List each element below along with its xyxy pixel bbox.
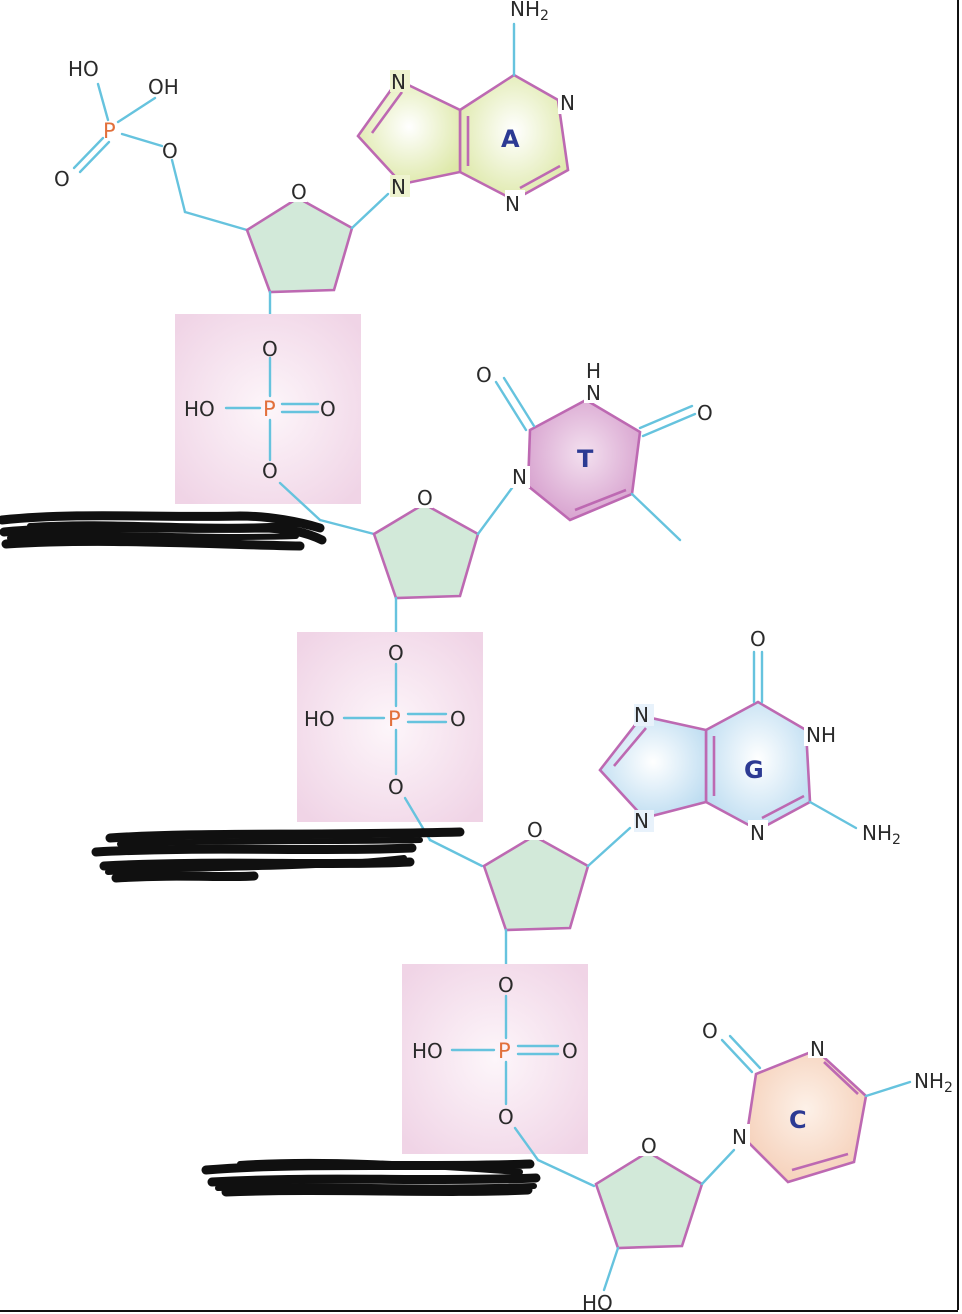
phosphodiester-linkage: O HO P O O [402,928,596,1188]
oxygen-label: O [320,397,336,421]
oxygen-label: O [417,486,433,510]
imine-label: NH [806,723,836,747]
nitrogen-label: N [391,175,406,199]
sugar-ring: O HO [582,1134,736,1314]
hydroxyl-label: HO [304,707,335,731]
oxygen-label: O [562,1039,578,1063]
nitrogen-label: N [560,91,575,115]
phosphorus-label: P [263,397,276,421]
hydrogen-label: H [586,359,601,383]
nitrogen-label: N [586,381,601,405]
oxygen-label: O [697,401,713,425]
oxygen-label: O [450,707,466,731]
base-letter: A [501,125,520,153]
nitrogen-label: N [810,1037,825,1061]
oxygen-label: O [162,139,178,163]
hydroxyl-label: HO [68,57,99,81]
nitrogen-label: N [732,1125,747,1149]
base-letter: G [744,756,764,784]
phosphorus-label: P [103,119,116,143]
adenine-icon: N N N N NH2 A [356,0,578,216]
sugar-ring: O [482,818,632,932]
oxygen-label: O [262,459,278,483]
oxygen-label: O [262,337,278,361]
hydroxyl-label: HO [412,1039,443,1063]
oxygen-label: O [388,775,404,799]
oxygen-label: O [54,167,70,191]
oxygen-label: O [527,818,543,842]
guanine-icon: N N N NH O NH2 G [598,627,901,848]
base-letter: C [789,1106,807,1134]
sugar-ring: O [372,486,514,600]
cytosine-icon: N N O NH2 C [702,1019,953,1184]
nitrogen-label: N [512,465,527,489]
oxygen-label: O [702,1019,718,1043]
amino-label: NH2 [510,0,549,24]
oxygen-label: O [291,180,307,204]
hydroxyl-label: HO [184,397,215,421]
nitrogen-label: N [634,809,649,833]
phosphorus-label: P [498,1039,511,1063]
phosphodiester-linkage: O HO P O O [297,596,484,868]
nitrogen-label: N [634,703,649,727]
redaction-scribble [201,1158,541,1197]
terminal-hydroxyl-label: HO [582,1291,613,1314]
oxygen-label: O [641,1134,657,1158]
sugar-ring: O [245,180,390,294]
nitrogen-label: N [505,192,520,216]
amino-label: NH2 [862,821,901,848]
phosphorus-label: P [388,707,401,731]
oxygen-label: O [750,627,766,651]
thymine-icon: N N H O O T [476,359,713,542]
oxygen-label: O [476,363,492,387]
oxygen-label: O [388,641,404,665]
redaction-scribble [91,827,465,883]
terminal-phosphate: HO OH P O O [54,57,249,232]
phosphodiester-linkage: O HO P O O [175,290,376,536]
redaction-scribble [0,511,327,551]
nitrogen-label: N [391,70,406,94]
oxygen-label: O [498,973,514,997]
amino-label: NH2 [914,1069,953,1096]
oxygen-label: O [498,1105,514,1129]
hydroxyl-label: OH [148,75,179,99]
nitrogen-label: N [750,821,765,845]
base-letter: T [577,445,594,473]
